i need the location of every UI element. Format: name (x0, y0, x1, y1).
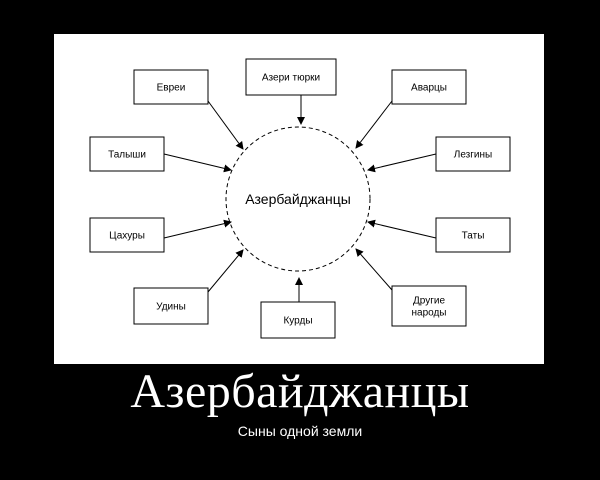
node-azeri-turki: Азери тюрки (245, 58, 337, 125)
node-label: народы (411, 308, 446, 319)
node-label: Удины (156, 302, 186, 313)
node-box (245, 58, 337, 96)
node-evrei: Евреи (133, 69, 244, 150)
node-box (435, 136, 511, 172)
center-label: Азербайджанцы (245, 191, 351, 207)
node-box (435, 217, 511, 253)
node-box (260, 301, 336, 339)
relationship-diagram: Азербайджанцы Евреи Азери тюркиАварцыТалы… (89, 58, 511, 339)
arrow-drugie-narody-to-center (355, 248, 393, 291)
poster-title: Азербайджанцы (130, 365, 470, 418)
node-label: Курды (283, 316, 312, 327)
node-lezginy: Лезгины (367, 136, 511, 173)
node-kurdy: Курды (260, 277, 336, 339)
node-label: Цахуры (109, 231, 145, 242)
node-label: Талыши (108, 150, 146, 161)
arrow-avartsy-to-center (355, 100, 393, 149)
node-talyshi: Талыши (89, 136, 232, 173)
arrow-tsakhury-to-center (163, 219, 232, 239)
picture-frame (54, 34, 544, 364)
node-udiny: Удины (133, 249, 244, 325)
arrow-evrei-to-center (207, 100, 244, 150)
node-box (391, 69, 467, 105)
node-label: Евреи (157, 83, 186, 94)
arrow-talyshi-to-center (163, 153, 232, 173)
node-tsakhury: Цахуры (89, 217, 232, 253)
node-box (89, 217, 165, 253)
node-label: Другие (413, 296, 445, 307)
node-avartsy: Аварцы (355, 69, 467, 149)
node-taty: Таты (367, 217, 511, 253)
arrow-taty-to-center (367, 219, 437, 239)
arrow-lezginy-to-center (367, 153, 437, 173)
node-box (133, 69, 209, 105)
node-box (133, 287, 209, 325)
node-label: Азери тюрки (262, 73, 320, 84)
node-label: Таты (462, 231, 485, 242)
arrow-udiny-to-center (207, 249, 244, 293)
node-label: Аварцы (411, 83, 447, 94)
poster-subtitle: Сыны одной земли (237, 423, 363, 439)
center-circle (225, 126, 371, 272)
node-box (391, 285, 467, 327)
node-label: Лезгины (454, 150, 492, 161)
